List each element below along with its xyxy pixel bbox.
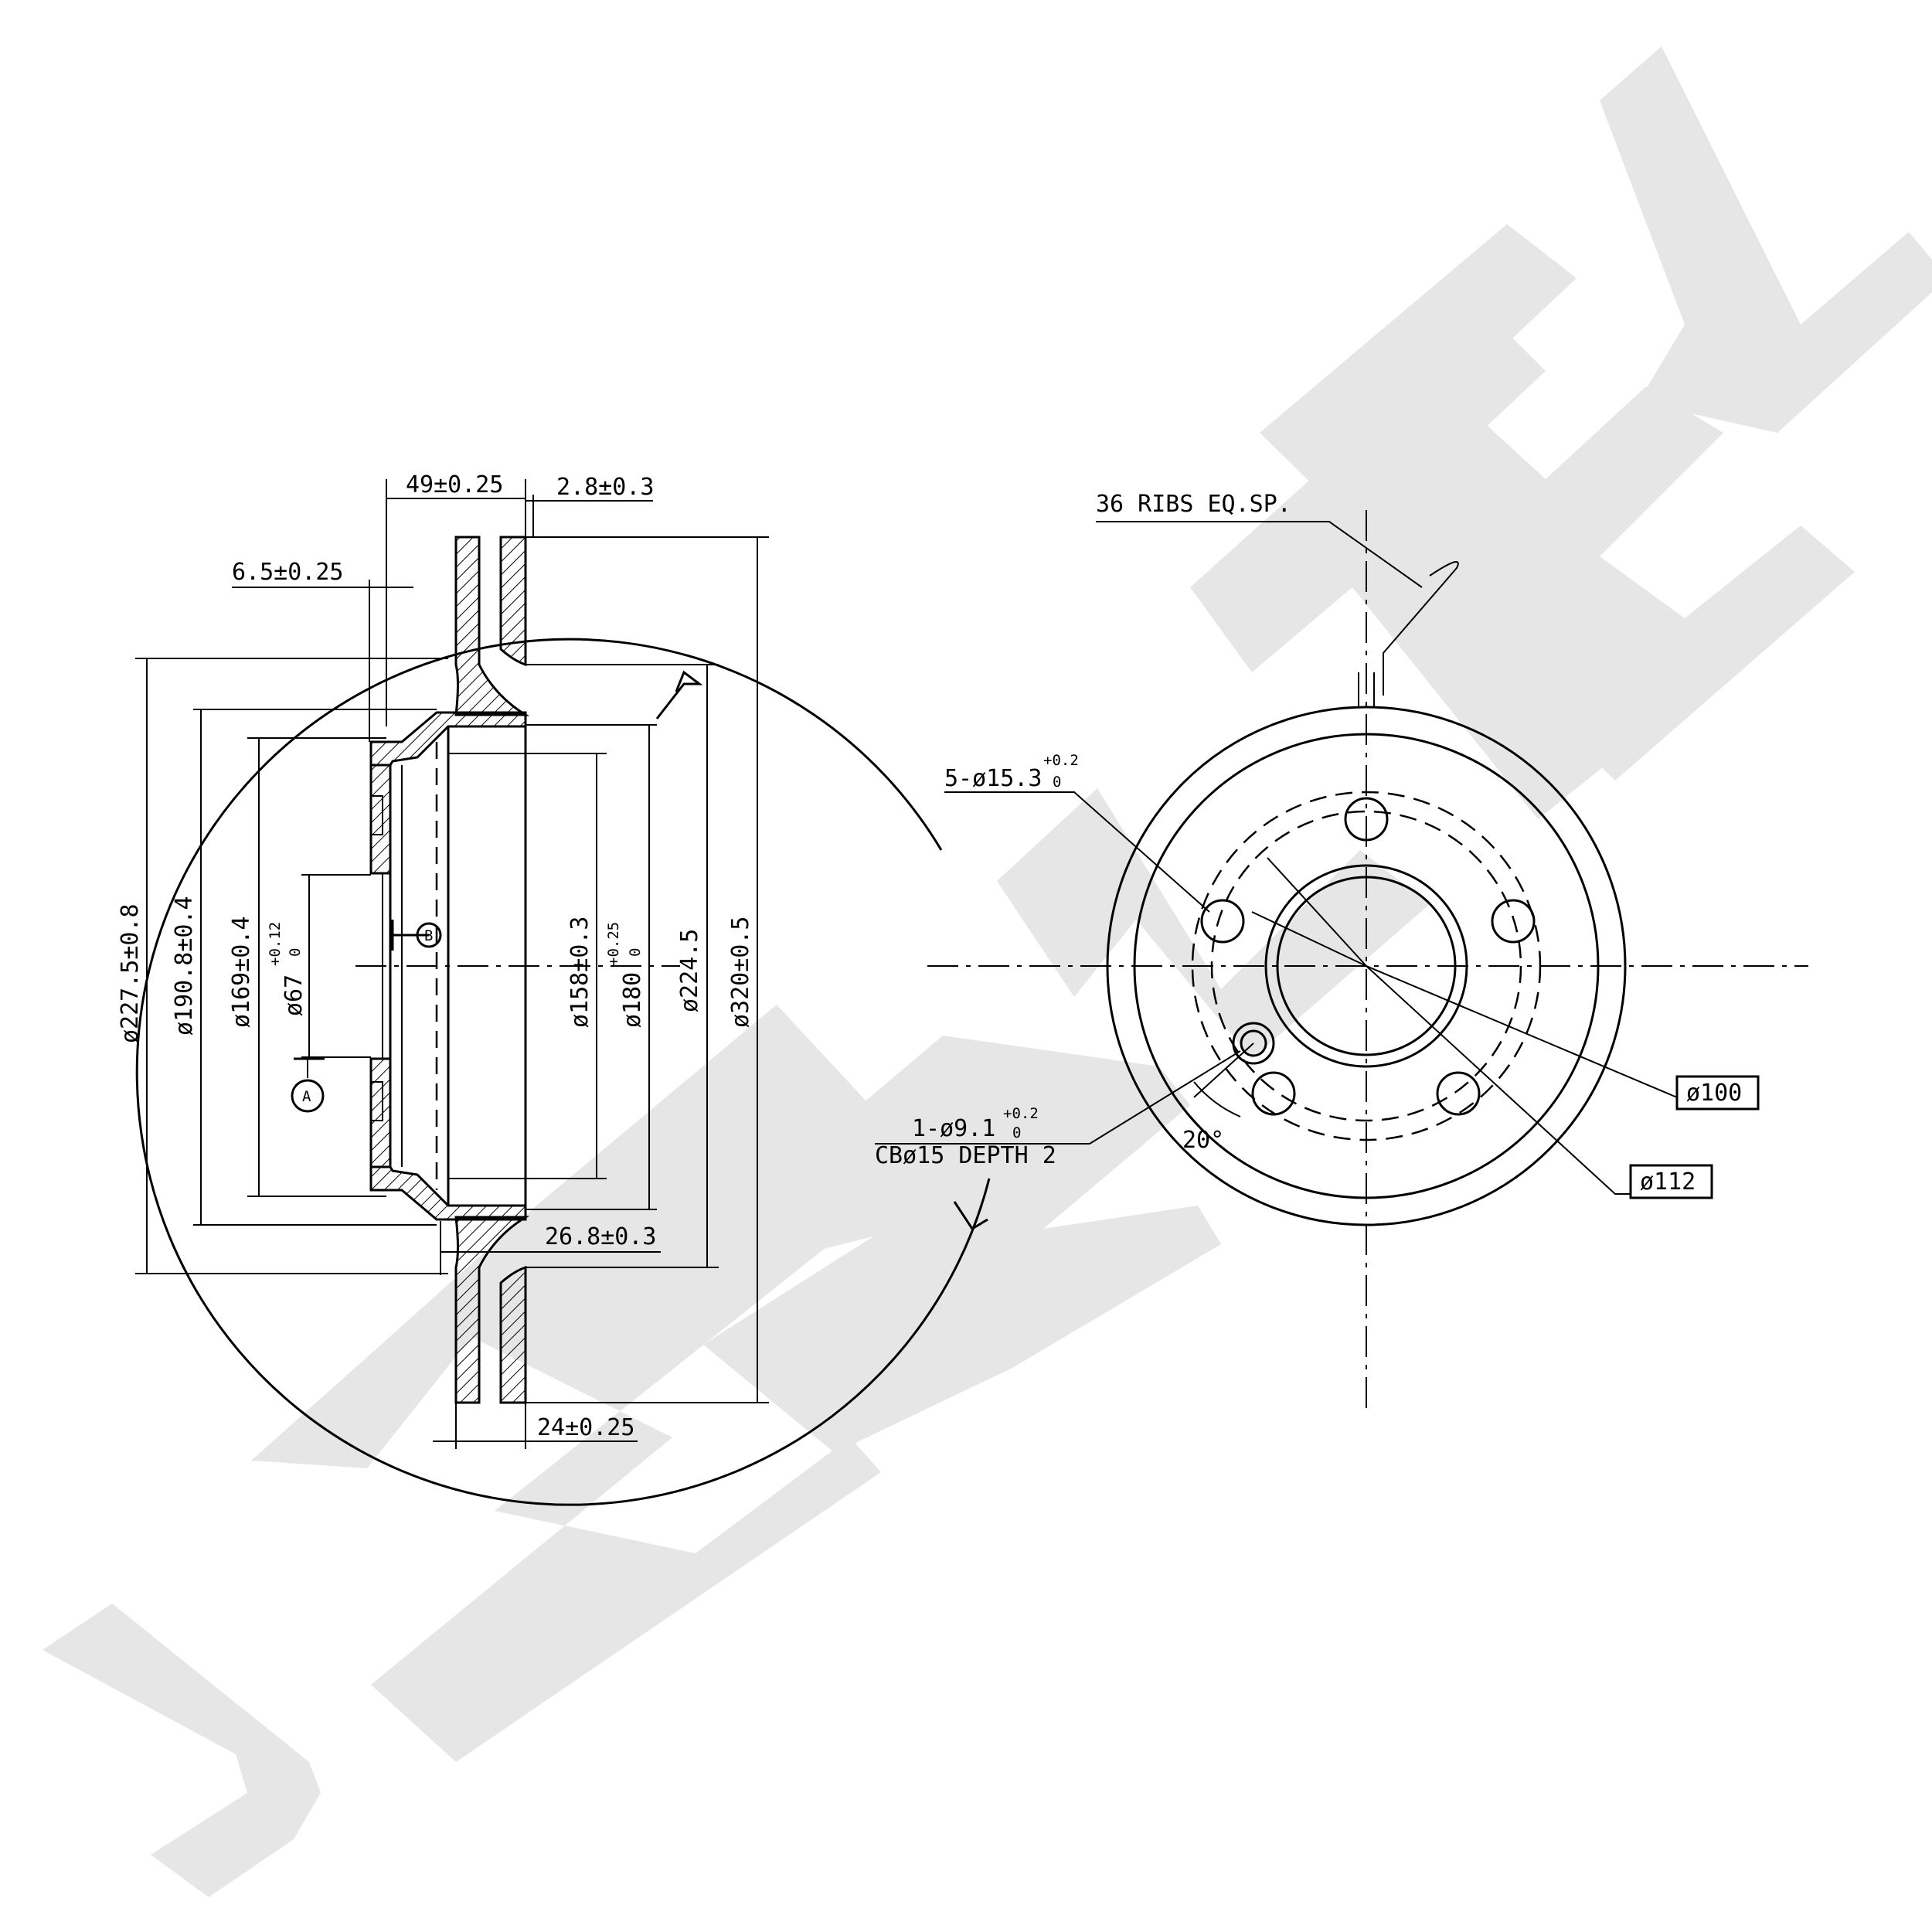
- pcd-112-box: [1629, 1164, 1713, 1199]
- ribs-leader: [1096, 521, 1423, 588]
- hat-outer-circle: [1133, 733, 1600, 1199]
- datum-a-label: A: [302, 1088, 311, 1105]
- pcd-100-label: ø100: [1686, 1080, 1742, 1107]
- dim-dia-67: ø67: [281, 975, 308, 1016]
- dim-offset-26: 26.8±0.3: [545, 1223, 657, 1250]
- locating-hole: [1240, 1029, 1267, 1057]
- bolt-hole-2: [1491, 899, 1536, 944]
- small-hole-label: 1-ø9.1: [912, 1115, 995, 1142]
- small-hole-tol-low: 0: [1012, 1124, 1021, 1141]
- dim-dia-224: ø224.5: [676, 929, 703, 1012]
- pcd-112-leader: [1366, 965, 1631, 1195]
- bolt-hole-1: [1344, 797, 1389, 842]
- datum-b-label: B: [424, 927, 433, 944]
- bolt-hole-upper: [370, 795, 383, 835]
- friction-ring-inner: [1106, 706, 1627, 1226]
- rib-profile: [1383, 561, 1459, 696]
- pcd-112-circle: [1191, 791, 1542, 1141]
- section-marker: [953, 1201, 988, 1231]
- hat-face-upper: [369, 764, 392, 875]
- dim-dia-169: ø169±0.4: [228, 917, 255, 1029]
- center-bore-outer: [1264, 864, 1468, 1068]
- watermark-logo: [43, 46, 1932, 1897]
- bolt-holes-tol: +0.2: [1043, 752, 1079, 769]
- ribs-note: 36 RIBS EQ.SP.: [1096, 491, 1291, 518]
- bolt-hole-4: [1251, 1071, 1296, 1116]
- pcd-100-box: [1675, 1075, 1760, 1111]
- dim-hat-thk: 6.5±0.25: [232, 559, 344, 586]
- small-hole-tol: +0.2: [1003, 1105, 1039, 1122]
- dim-dia-190: ø190.8±0.4: [171, 896, 198, 1036]
- center-bore-inner: [1276, 876, 1457, 1056]
- pcd-112-label: ø112: [1640, 1168, 1696, 1196]
- datum-a-circle: [291, 1079, 325, 1113]
- locating-hole-cb: [1232, 1022, 1275, 1065]
- lower-inner-plate: [499, 1265, 527, 1404]
- angle-label: 20°: [1182, 1127, 1224, 1154]
- angle-arc: [1193, 1081, 1241, 1117]
- bolt-pcd-circle: [1210, 810, 1522, 1122]
- datum-b-circle: [416, 922, 442, 948]
- dim-outer-flange-thk: 2.8±0.3: [556, 474, 654, 501]
- watermark-letter-e2: [1260, 224, 1855, 781]
- counterbore-label: CBø15 DEPTH 2: [875, 1142, 1056, 1169]
- dim-dia-320: ø320±0.5: [727, 917, 754, 1029]
- datum-a-triangle: [655, 670, 703, 719]
- hat-face-lower: [369, 1057, 392, 1168]
- dim-dia-67-tol-low: 0: [287, 948, 304, 957]
- bolt-hole-3: [1436, 1071, 1481, 1116]
- dim-dia-180-tol-low: 0: [627, 948, 644, 957]
- bolt-holes-label: 5-ø15.3: [944, 765, 1042, 792]
- bolt-hole-5: [1200, 899, 1245, 944]
- small-hole-leader: [875, 1050, 1241, 1145]
- section-view: B A 49±0.25 2.8±0.3 6.5±0.25 ø227.5±0.8 …: [117, 471, 769, 1449]
- front-view: 36 RIBS EQ.SP. 5-ø15.3 +0.2 0 1-ø9.1 +0.…: [135, 491, 1808, 1506]
- upper-inner-plate: [499, 536, 527, 667]
- watermark-letter-e: [703, 1036, 1221, 1453]
- disc-outer-edge: [135, 638, 991, 1506]
- bolt-holes-tol-low: 0: [1053, 774, 1061, 791]
- bolt-hole-lower: [370, 1081, 383, 1121]
- dim-dia-158: ø158±0.3: [566, 917, 594, 1029]
- watermark-chevron: [43, 1604, 321, 1897]
- pcd-100-leader: [1366, 965, 1678, 1098]
- center-diag-2: [1267, 857, 1367, 967]
- watermark-letter-n: [997, 788, 1430, 1059]
- angle-ref-line: [1193, 1043, 1254, 1098]
- dim-disc-thk: 24±0.25: [537, 1414, 634, 1441]
- dim-overall-width: 49±0.25: [406, 471, 503, 498]
- dim-dia-180-tol: +0.25: [605, 922, 622, 966]
- bolt-hole-leader: [944, 791, 1210, 913]
- watermark-letter-k: [1600, 46, 1932, 433]
- dim-dia-67-tol: +0.12: [267, 922, 284, 966]
- center-diag: [1251, 911, 1367, 967]
- dim-dia-180: ø180: [619, 972, 646, 1028]
